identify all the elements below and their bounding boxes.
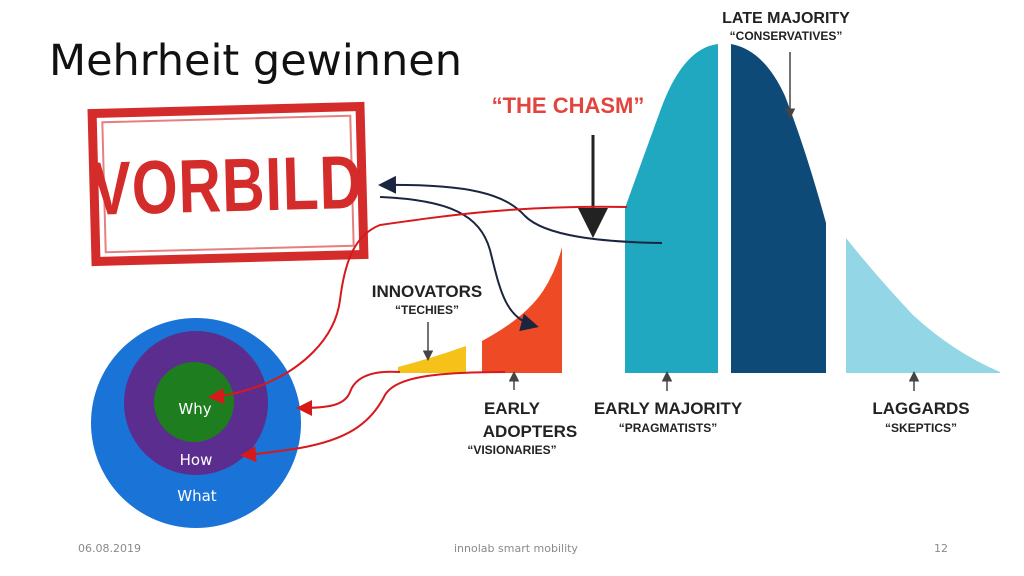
- red-arrow-to-what: [296, 370, 401, 416]
- early-adopters-segment: [482, 247, 562, 373]
- chasm-label: “THE CHASM”: [492, 93, 645, 118]
- connector-arrows: [208, 175, 663, 463]
- navy-arrow-to-early-adopters: [379, 196, 539, 332]
- innovators-tag: “TECHIES”: [395, 303, 459, 317]
- red-arrow-to-why: [208, 205, 628, 405]
- early-majority-label: EARLY MAJORITY: [594, 399, 743, 418]
- footer-center: innolab smart mobility: [454, 542, 578, 555]
- adoption-curve: [398, 44, 1000, 373]
- innovators-segment: [398, 346, 466, 373]
- slide-title: Mehrheit gewinnen: [49, 36, 462, 86]
- laggards-label: LAGGARDS: [872, 399, 969, 418]
- red-arrow-to-how: [240, 371, 506, 463]
- golden-circle: Why How What: [91, 318, 301, 528]
- late-majority-tag: “CONSERVATIVES”: [730, 29, 843, 43]
- footer-date: 06.08.2019: [78, 542, 141, 555]
- early-majority-segment: [625, 44, 718, 373]
- innovators-label: INNOVATORS: [372, 282, 483, 301]
- golden-circle-what-label: What: [177, 487, 217, 505]
- golden-circle-why: [154, 362, 234, 442]
- late-majority-segment: [731, 44, 826, 373]
- navy-arrow-to-stamp: [378, 175, 663, 244]
- footer-page-number: 12: [934, 542, 948, 555]
- early-adopters-tag: “VISIONARIES”: [467, 443, 556, 457]
- golden-circle-how-label: How: [180, 451, 213, 469]
- vorbild-stamp-text: VORBILD: [91, 141, 364, 232]
- late-majority-label: LATE MAJORITY: [722, 10, 850, 27]
- laggards-segment: [846, 238, 1000, 373]
- segment-pointers: [422, 52, 920, 391]
- early-adopters-label-line2: ADOPTERS: [483, 422, 577, 441]
- vorbild-stamp: VORBILD: [87, 101, 369, 267]
- early-adopters-label-line1: EARLY: [484, 399, 541, 418]
- early-majority-tag: “PRAGMATISTS”: [619, 421, 717, 435]
- laggards-tag: “SKEPTICS”: [885, 421, 957, 435]
- golden-circle-why-label: Why: [178, 400, 211, 418]
